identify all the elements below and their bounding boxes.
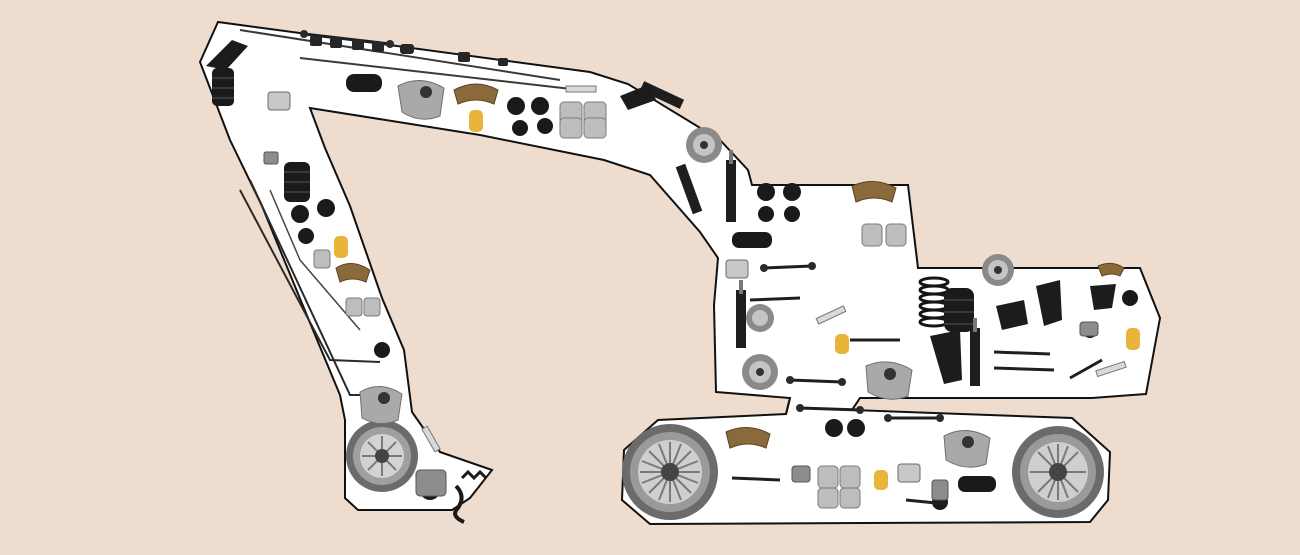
water-pumps bbox=[359, 80, 991, 468]
spark-plugs bbox=[421, 85, 1127, 453]
pump-pulleys bbox=[378, 86, 974, 448]
pistons bbox=[267, 91, 921, 483]
boom-joints bbox=[310, 36, 508, 66]
arm-rod-c bbox=[269, 189, 361, 331]
wheel-hub-rear bbox=[982, 254, 1014, 286]
bump-stops bbox=[334, 110, 1140, 490]
tie-rods bbox=[303, 32, 1103, 506]
cab-divider-line bbox=[785, 397, 791, 415]
clutch-disc-left-track bbox=[622, 424, 718, 520]
boom-cable-lower bbox=[299, 57, 581, 91]
wheel-hub-body bbox=[742, 354, 778, 390]
control-arms bbox=[206, 40, 1116, 384]
grey-mounts bbox=[263, 151, 1099, 501]
clutch-disc-bucket bbox=[346, 420, 418, 492]
coil-spring bbox=[918, 276, 950, 328]
wheel-hub-left bbox=[746, 304, 774, 332]
rod-ends bbox=[300, 30, 944, 422]
metal-bushings bbox=[313, 101, 907, 509]
boot-ridges bbox=[212, 77, 974, 325]
clutch-disc-right-track bbox=[1012, 426, 1104, 518]
boom-cable-upper bbox=[239, 29, 561, 81]
wheel-hub-cab bbox=[686, 127, 722, 163]
bronze-parts bbox=[335, 83, 1125, 449]
bucket-hose bbox=[453, 484, 465, 524]
arm-rod-a bbox=[239, 189, 381, 363]
bucket-spring bbox=[460, 469, 488, 481]
